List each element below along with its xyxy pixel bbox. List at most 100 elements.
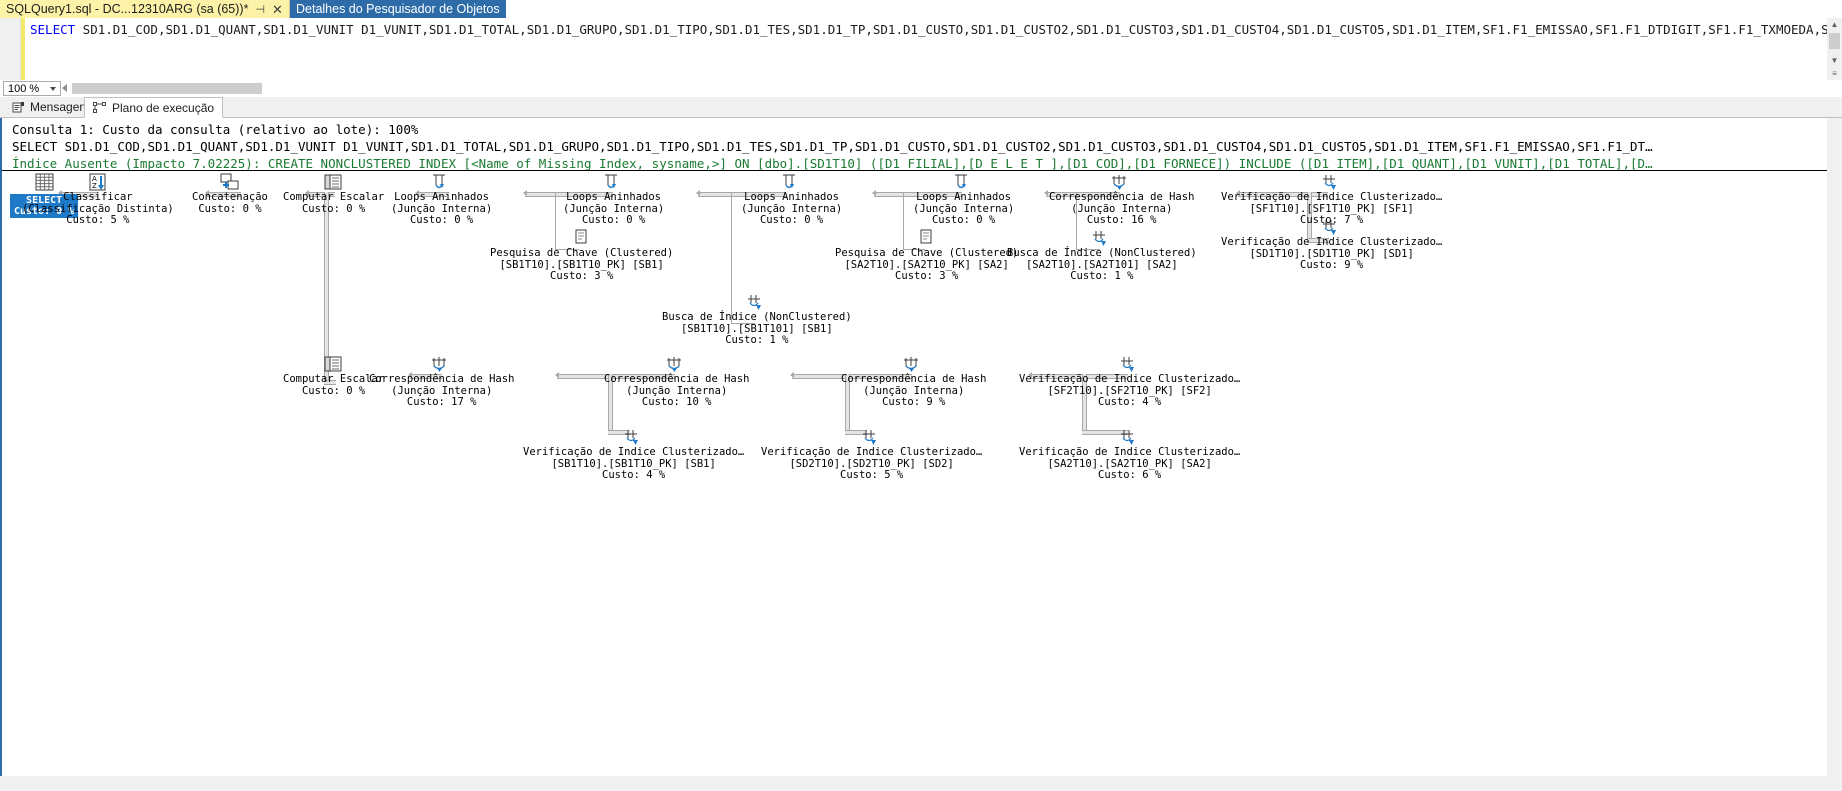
plan-node-line3: Custo: 3 % xyxy=(550,270,614,282)
plan-node-line3: Custo: 16 % xyxy=(1086,214,1157,226)
editor-tab-strip: SQLQuery1.sql - DC...12310ARG (sa (65))*… xyxy=(0,0,1842,18)
split-icon[interactable]: ≡ xyxy=(1832,69,1837,78)
close-icon[interactable]: ✕ xyxy=(272,1,283,17)
editor-horizontal-scrollbar[interactable] xyxy=(72,83,1832,94)
plan-node-icon-wrap xyxy=(913,173,1014,192)
editor-code-line[interactable]: SELECT SD1.D1_COD,SD1.D1_QUANT,SD1.D1_VU… xyxy=(30,22,1842,37)
plan-node-icon-wrap xyxy=(1221,218,1442,237)
plan-node-line1: Concatenação xyxy=(192,191,268,203)
scroll-up-icon[interactable]: ▲ xyxy=(1830,20,1839,29)
missing-index-hint[interactable]: Índice Ausente (Impacto 7.02225): CREATE… xyxy=(12,156,1653,171)
scroll-left-icon[interactable] xyxy=(62,84,67,92)
plan-node-line3: Custo: 4 % xyxy=(1098,396,1162,408)
plan-node-idxseek_sb1[interactable]: Busca de Índice (NonClustered)[SB1T10].[… xyxy=(662,293,852,347)
plan-node-ciscan_sa2[interactable]: Verificação de Indice Clusterizado…[SA2T… xyxy=(1019,428,1240,482)
editor-vertical-scrollbar[interactable]: ▲ ▼ ≡ xyxy=(1827,18,1842,80)
plan-node-line3: Custo: 3 % xyxy=(895,270,959,282)
editor-gutter xyxy=(0,18,21,80)
connector xyxy=(1238,192,1328,197)
plan-node-icon-wrap xyxy=(1007,229,1197,248)
key-lookup-icon xyxy=(920,229,932,244)
plan-node-ciscan_sd1[interactable]: Verificação de Indice Clusterizado…[SD1T… xyxy=(1221,218,1442,272)
zoom-level-select[interactable]: 100 % xyxy=(3,81,61,96)
tab-plano-de-execucao[interactable]: Plano de execução xyxy=(84,97,224,118)
connector xyxy=(1076,193,1077,250)
connector xyxy=(557,374,675,379)
key-lookup-icon xyxy=(575,229,587,244)
plan-node-line3: Custo: 5 % xyxy=(840,469,904,481)
messages-icon xyxy=(12,101,24,112)
plan-node-icon-wrap xyxy=(741,173,842,192)
connector xyxy=(903,193,904,250)
plan-node-line1: Correspondência de Hash xyxy=(369,373,515,385)
plan-node-line2: Custo: 0 % xyxy=(301,202,366,215)
hash-match-icon xyxy=(432,357,447,372)
plan-node-ciscan_sd2[interactable]: Verificação de Indice Clusterizado…[SD2T… xyxy=(761,428,982,482)
plan-node-ciscan_sb1[interactable]: Verificação de Indice Clusterizado…[SB1T… xyxy=(523,428,744,482)
tab-mensagens[interactable]: Mensagens xyxy=(4,97,100,117)
plan-node-hash3[interactable]: Correspondência de Hash(Junção Interna)C… xyxy=(604,355,749,409)
plan-node-icon-wrap xyxy=(283,355,384,374)
connector xyxy=(698,192,786,197)
sort-az-icon: AZ xyxy=(89,173,106,191)
chevron-down-icon[interactable] xyxy=(50,87,56,91)
plan-node-keylookup_sb1[interactable]: Pesquisa de Chave (Clustered)[SB1T10].[S… xyxy=(490,229,673,283)
connector-arrow xyxy=(415,190,419,196)
plan-node-line1: Correspondência de Hash xyxy=(841,373,987,385)
plan-node-ciscan_sf2[interactable]: Verificação de Indice Clusterizado…[SF2T… xyxy=(1019,355,1240,409)
plan-node-line3: Custo: 1 % xyxy=(725,334,789,346)
nested-loops-icon xyxy=(783,174,796,189)
plan-node-icon-wrap xyxy=(490,229,673,248)
plan-node-line1: Computar Escalar xyxy=(283,373,385,385)
plan-node-line2: [SA2T10].[SA2T101] [SA2] xyxy=(1025,258,1178,271)
connector xyxy=(417,192,447,197)
svg-text:A: A xyxy=(92,175,97,183)
plan-node-line1: Correspondência de Hash xyxy=(1049,191,1195,203)
sql-keyword: SELECT xyxy=(30,22,76,37)
plan-node-icon-wrap xyxy=(1221,173,1442,192)
scroll-thumb[interactable] xyxy=(1829,33,1840,49)
plan-vertical-scrollbar[interactable] xyxy=(1827,118,1842,776)
tab-sqlquery1[interactable]: SQLQuery1.sql - DC...12310ARG (sa (65))*… xyxy=(0,0,290,18)
tab-label: Detalhes do Pesquisador de Objetos xyxy=(296,2,500,16)
plan-node-line2: Custo: 0 % xyxy=(14,206,75,217)
plan-node-hash2[interactable]: Correspondência de Hash(Junção Interna)C… xyxy=(369,355,514,409)
execution-plan-canvas[interactable]: Consulta 1: Custo da consulta (relativo … xyxy=(0,118,1827,776)
scroll-down-icon[interactable]: ▼ xyxy=(1830,56,1839,65)
plan-horizontal-scrollbar[interactable] xyxy=(0,776,1842,791)
query-editor-pane[interactable]: SELECT SD1.D1_COD,SD1.D1_QUANT,SD1.D1_VU… xyxy=(0,18,1842,81)
plan-node-nested2[interactable]: Loops Aninhados(Junção Interna)Custo: 0 … xyxy=(563,173,664,227)
tab-label: SQLQuery1.sql - DC...12310ARG (sa (65))* xyxy=(6,2,249,16)
plan-node-keylookup_sa2[interactable]: Pesquisa de Chave (Clustered)[SA2T10].[S… xyxy=(835,229,1018,283)
connector-arrow xyxy=(872,190,876,196)
plan-node-line3: Custo: 0 % xyxy=(581,214,646,226)
plan-node-nested1[interactable]: Loops Aninhados(Junção Interna)Custo: 0 … xyxy=(391,173,492,227)
scroll-thumb[interactable] xyxy=(72,83,262,94)
clustered-index-scan-icon xyxy=(625,430,639,445)
hash-match-icon xyxy=(1112,175,1127,190)
connector xyxy=(874,192,962,197)
connector xyxy=(324,192,329,382)
plan-node-line1: Pesquisa de Chave (Clustered) xyxy=(835,247,1019,259)
plan-node-idxseek_sa2[interactable]: Busca de Índice (NonClustered)[SA2T10].[… xyxy=(1007,229,1197,283)
clustered-index-scan-icon xyxy=(1323,220,1337,235)
editor-change-bar xyxy=(21,18,25,80)
plan-node-line3: Custo: 4 % xyxy=(602,469,666,481)
plan-node-nested4[interactable]: Loops Aninhados(Junção Interna)Custo: 0 … xyxy=(913,173,1014,227)
pin-icon[interactable]: ⊣ xyxy=(255,3,266,16)
connector-arrow xyxy=(696,190,700,196)
connector xyxy=(555,249,579,250)
connector xyxy=(410,374,442,379)
connector-arrow xyxy=(555,372,559,378)
plan-node-nested3[interactable]: Loops Aninhados(Junção Interna)Custo: 0 … xyxy=(741,173,842,227)
plan-node-hash4[interactable]: Correspondência de Hash(Junção Interna)C… xyxy=(841,355,986,409)
tab-object-explorer-details[interactable]: Detalhes do Pesquisador de Objetos xyxy=(290,0,506,18)
plan-node-hash1[interactable]: Correspondência de Hash(Junção Interna)C… xyxy=(1049,173,1194,227)
